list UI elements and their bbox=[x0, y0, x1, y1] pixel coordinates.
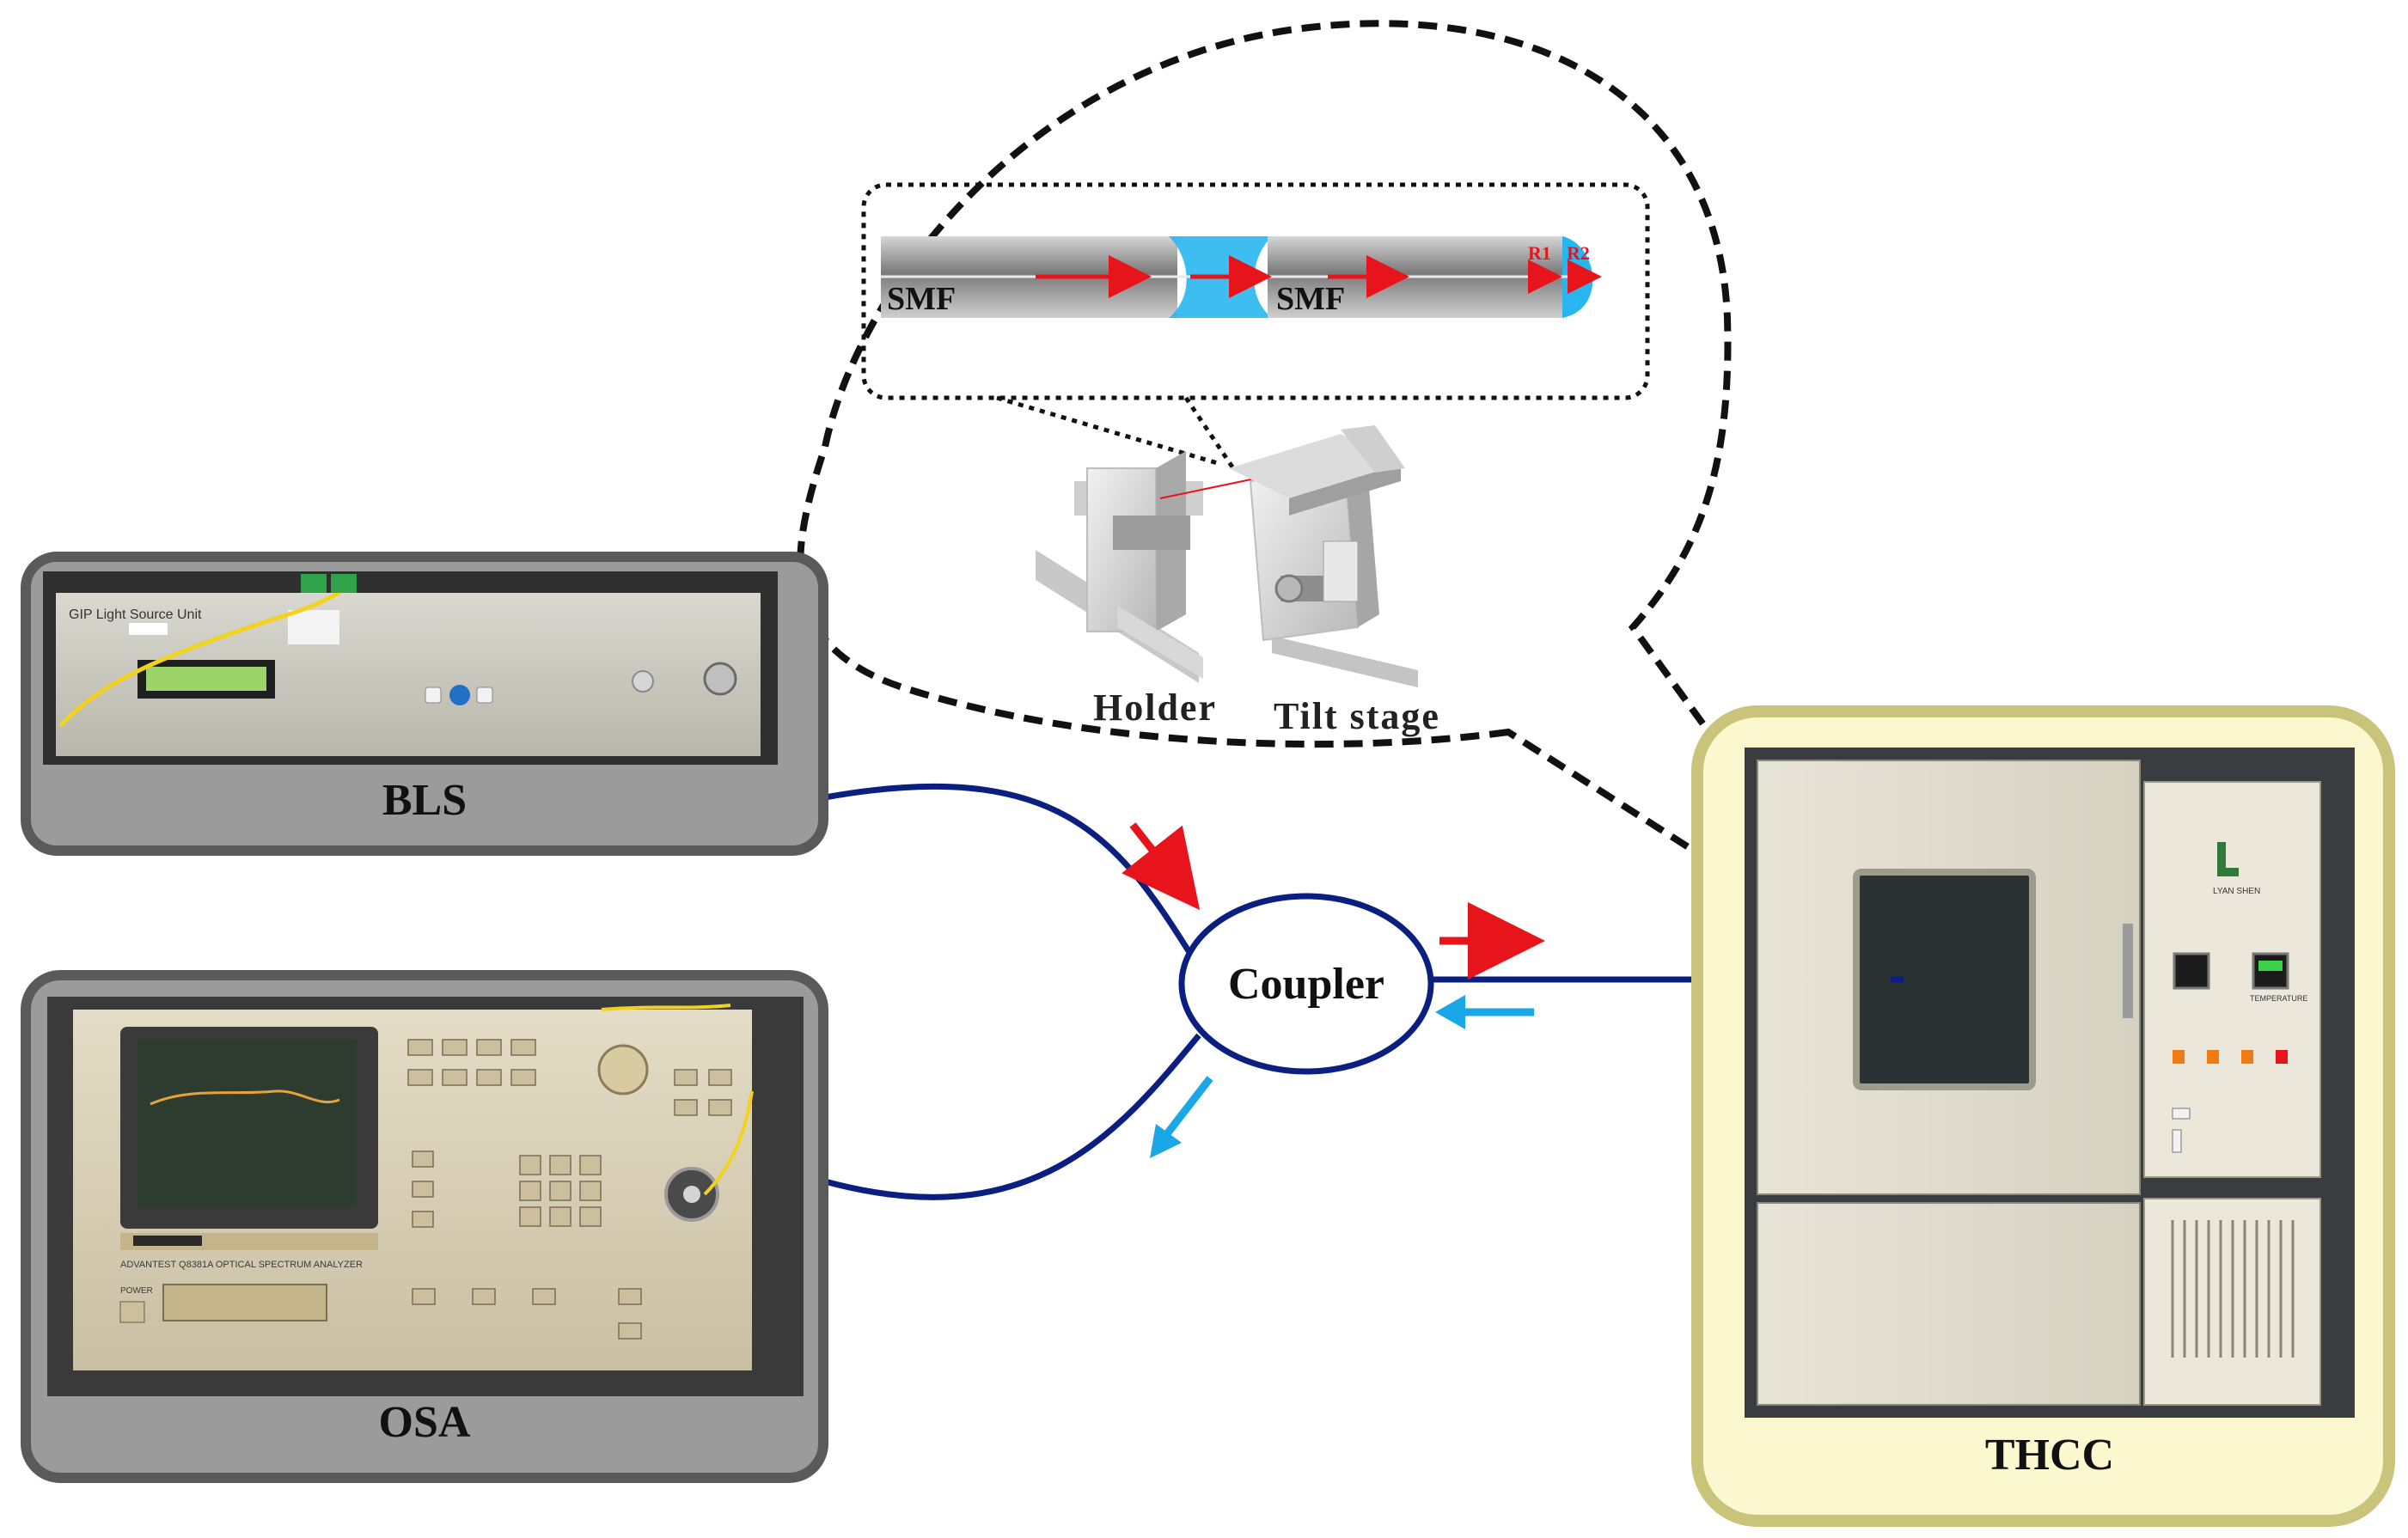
callout-bubble-outline bbox=[797, 20, 1885, 974]
red-arrow-icon bbox=[1121, 822, 1201, 911]
thcc-temperature-text: TEMPERATURE bbox=[2250, 994, 2307, 1003]
inset-leader bbox=[996, 395, 1236, 470]
callout-bubble: SMF SMF R1 R2 Holder Tilt stage bbox=[797, 20, 1885, 974]
fiber-structure: SMF SMF R1 R2 bbox=[881, 236, 1602, 318]
osa-panel: ADVANTEST Q8381A OPTICAL SPECTRUM ANALYZ… bbox=[21, 970, 828, 1483]
tilt-stage-assembly bbox=[1229, 425, 1418, 687]
fiber-bls-to-coupler bbox=[824, 783, 1193, 955]
smf-right-label: SMF bbox=[1276, 281, 1345, 317]
thcc-vent-grille bbox=[2171, 1220, 2295, 1358]
osa-keypad bbox=[407, 1039, 732, 1340]
coupler-label: Coupler bbox=[1228, 960, 1384, 1009]
bls-device-photo: GIP Light Source Unit bbox=[43, 571, 778, 765]
thcc-label: THCC bbox=[1985, 1431, 2114, 1480]
bls-brand-text: GIP Light Source Unit bbox=[69, 607, 202, 622]
blue-arrow-icon bbox=[1150, 1076, 1213, 1158]
thcc-device-photo: LYAN SHEN TEMPERATURE bbox=[1745, 748, 2355, 1418]
osa-brand-text: ADVANTEST Q8381A OPTICAL SPECTRUM ANALYZ… bbox=[120, 1260, 363, 1270]
tilt-stage-label: Tilt stage bbox=[1274, 695, 1440, 737]
bls-label: BLS bbox=[382, 776, 467, 825]
r1-label: R1 bbox=[1528, 242, 1551, 264]
bls-panel: GIP Light Source Unit BLS bbox=[21, 552, 828, 856]
fiber-coupler-to-osa bbox=[824, 1033, 1201, 1200]
osa-device-photo: ADVANTEST Q8381A OPTICAL SPECTRUM ANALYZ… bbox=[47, 997, 804, 1396]
osa-power-text: POWER bbox=[120, 1286, 153, 1296]
smf-left-label: SMF bbox=[887, 281, 956, 317]
fiber-links bbox=[824, 783, 1899, 1200]
thcc-panel: LYAN SHEN TEMPERATURE THCC bbox=[1691, 705, 2395, 1527]
osa-label: OSA bbox=[379, 1398, 471, 1447]
holder-assembly bbox=[1036, 451, 1264, 683]
blue-arrow-icon bbox=[1435, 995, 1534, 1029]
thcc-brand-text: LYAN SHEN bbox=[2213, 887, 2260, 896]
holder-label: Holder bbox=[1093, 687, 1217, 729]
r2-label: R2 bbox=[1567, 242, 1590, 264]
inset-box bbox=[861, 182, 1650, 400]
coupler: Coupler bbox=[1178, 893, 1434, 1075]
